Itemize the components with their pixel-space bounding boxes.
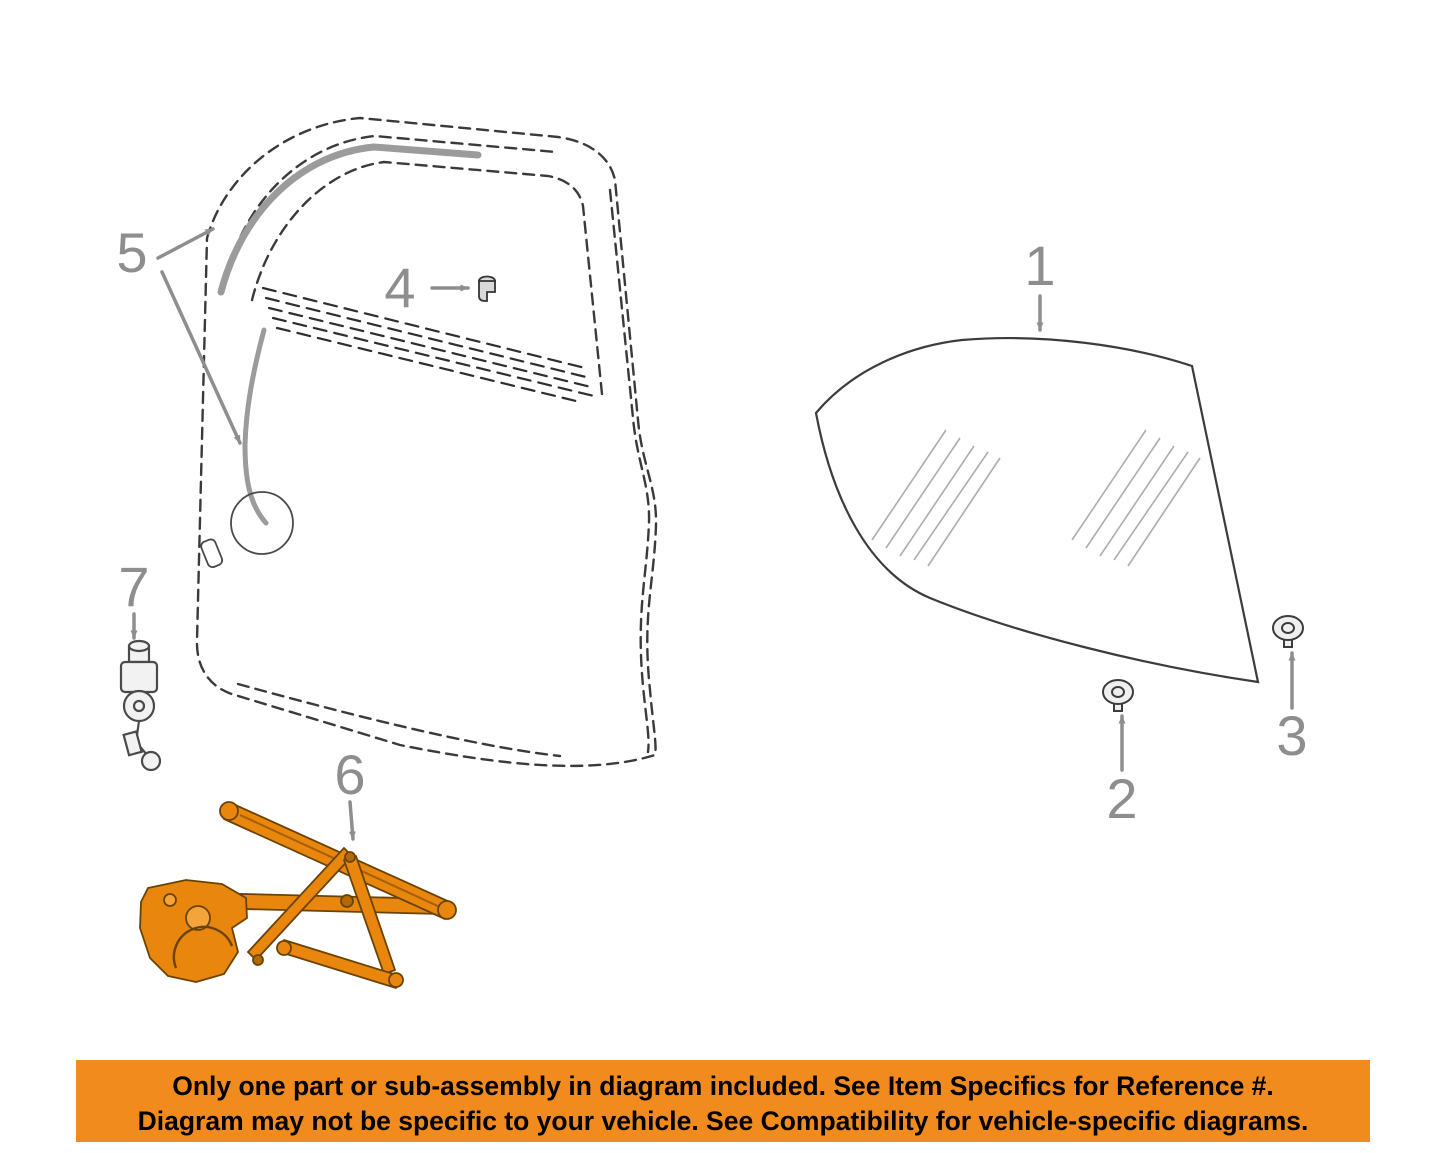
glass-reflection-lines [871, 429, 1201, 567]
part4-clip [478, 275, 496, 302]
belt-molding-lines [261, 286, 600, 404]
disclaimer-line-2: Diagram may not be specific to your vehi… [138, 1106, 1309, 1136]
bolt-2 [1102, 679, 1134, 712]
disclaimer-line-1: Only one part or sub-assembly in diagram… [172, 1071, 1274, 1101]
callout-1-label: 1 [1024, 234, 1055, 297]
channel-bracket [200, 538, 224, 568]
callout-4-label: 4 [384, 256, 415, 319]
door-inner-details [200, 491, 294, 568]
callout-5-arrow-upper [156, 227, 215, 260]
callout-6-label: 6 [334, 743, 365, 806]
part7-motor [119, 639, 162, 772]
window-regulator [139, 801, 457, 989]
glass-run-channel [217, 143, 482, 526]
callout-6-arrow [348, 800, 356, 841]
disclaimer-banner-bg [76, 1060, 1370, 1142]
callout-2-label: 2 [1106, 767, 1137, 830]
speaker-circle [230, 491, 294, 555]
callout-7-label: 7 [118, 555, 149, 618]
callout-arrows [130, 227, 1296, 841]
bolt-3 [1272, 615, 1304, 648]
regulator-motor [139, 879, 248, 983]
callout-5-label: 5 [116, 221, 147, 284]
callout-5-arrow-lower [160, 270, 242, 445]
door-outline [195, 116, 658, 768]
window-glass [814, 336, 1260, 684]
callout-labels: 1 2 3 4 5 6 7 [116, 221, 1307, 830]
disclaimer-banner: Only one part or sub-assembly in diagram… [76, 1060, 1370, 1142]
callout-3-label: 3 [1276, 704, 1307, 767]
